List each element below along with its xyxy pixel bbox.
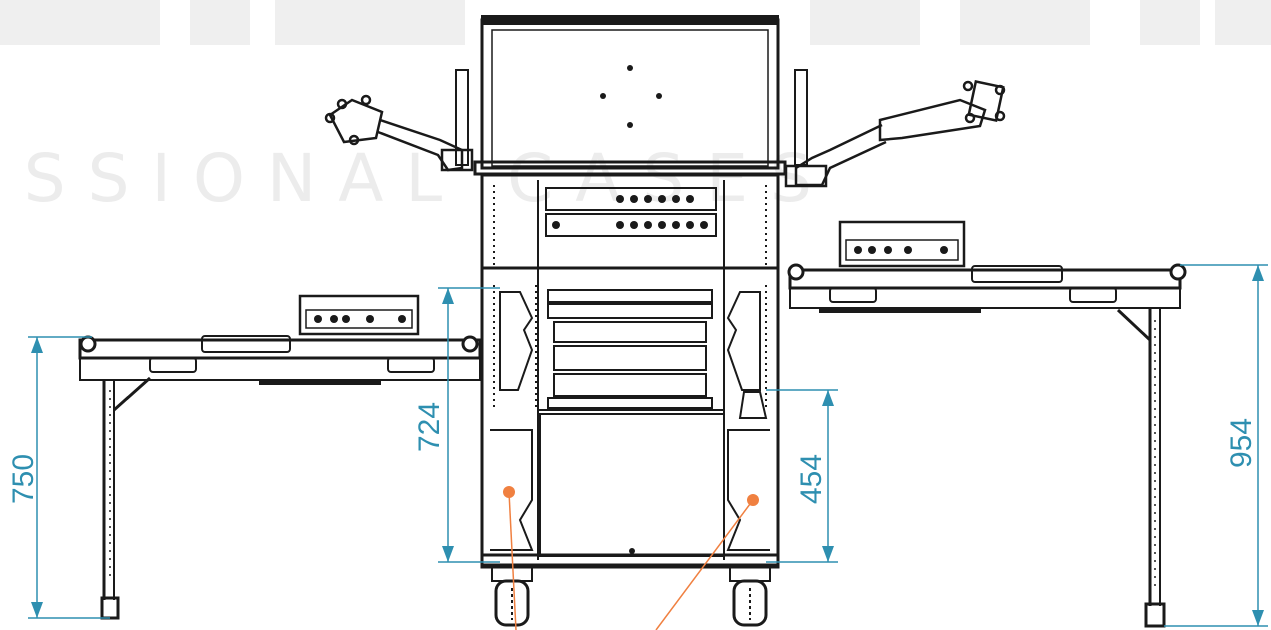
lower-cabinet [539,413,725,557]
vesa-mount-holes [600,65,662,128]
left-monitor-arm [324,94,474,172]
cart-body [480,173,780,567]
callout-markers [503,486,759,630]
rack-cart [455,15,808,627]
left-wheel [491,566,533,627]
watermark-logo [0,0,1271,45]
drawer-5 [553,373,707,397]
right-monitor-arm [784,79,1006,188]
drawer-4 [553,345,707,371]
dimension-label-724: 724 [413,401,446,453]
left-control-panel [298,294,420,336]
drawer-2 [547,303,713,319]
watermark-text: ESSIONAL CASES [0,140,834,217]
right-handle [794,69,808,166]
rack-unit-upper-1 [545,187,717,211]
dimension-label-954: 954 [1225,417,1258,469]
left-side-table [78,294,482,620]
dimension-line-750 [28,336,110,619]
drawer-3 [553,321,707,343]
dimension-line-954 [1164,264,1268,627]
dimension-line-724 [438,287,500,563]
right-wheel [729,566,771,627]
right-side-table [787,220,1187,628]
monitor-frame [480,18,780,170]
rack-unit-upper-2 [545,213,717,237]
dimension-label-750: 750 [7,453,40,505]
drawer-1 [547,289,713,303]
dimension-label-454: 454 [795,453,828,505]
right-control-panel [838,220,966,268]
dimension-line-454 [766,389,838,563]
